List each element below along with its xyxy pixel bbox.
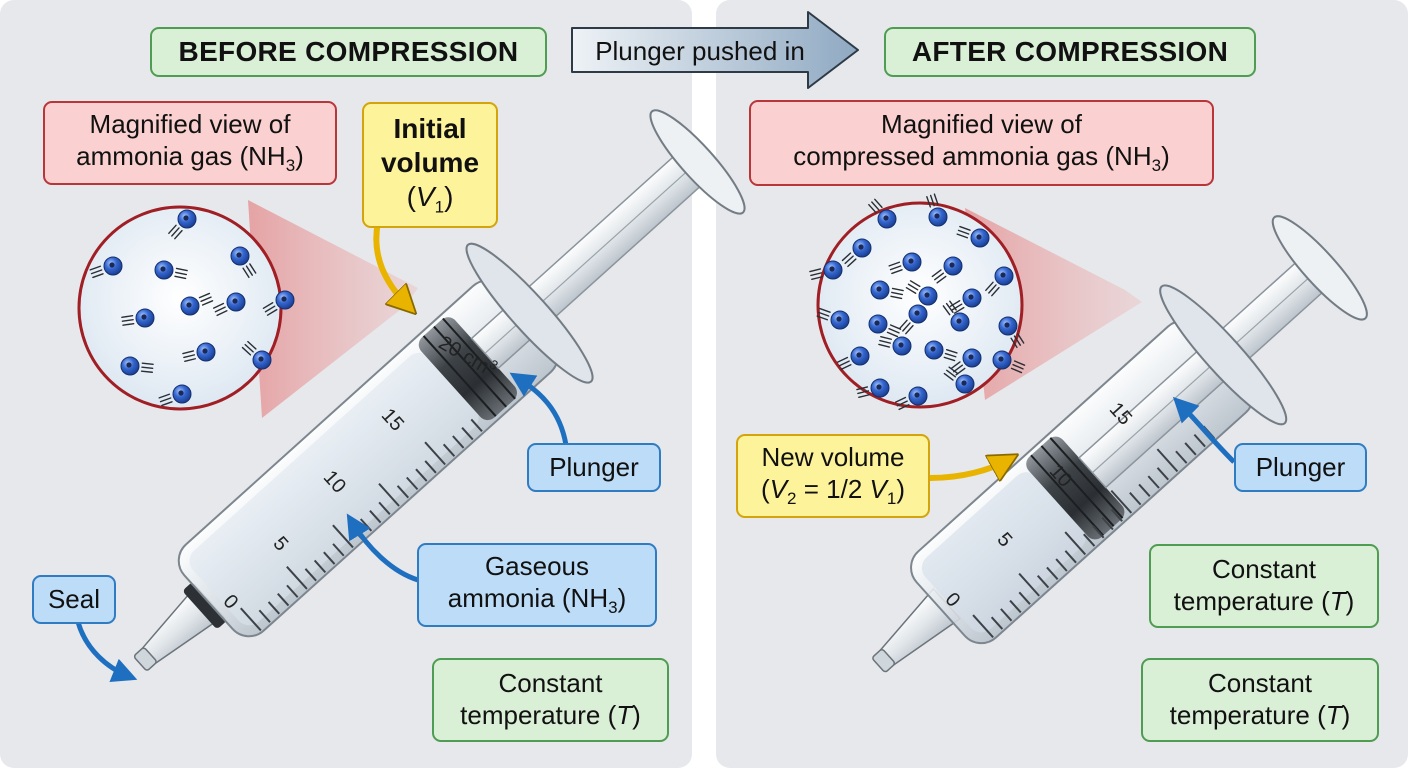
molecule	[168, 209, 197, 240]
gaseous-ammonia-label: Gaseous ammonia (NH3)	[417, 543, 657, 627]
molecule	[926, 193, 948, 227]
molecule	[949, 288, 982, 314]
before-title: BEFORE COMPRESSION	[150, 27, 547, 77]
molecule	[905, 280, 938, 306]
before-molecules	[89, 209, 295, 407]
after-plunger-stopper	[1026, 436, 1125, 540]
molecule	[856, 378, 890, 399]
molecule	[888, 252, 922, 275]
after-molecules	[809, 193, 1026, 411]
molecule	[942, 300, 970, 332]
molecule	[841, 238, 872, 268]
molecule	[121, 308, 155, 328]
before-magnified-label: Magnified view of ammonia gas (NH3)	[43, 101, 337, 185]
after-temperature-label-1: Constant temperature (T)	[1149, 544, 1379, 628]
after-syringe	[872, 215, 1368, 673]
molecule	[878, 335, 912, 356]
molecule	[241, 340, 272, 370]
after-title: AFTER COMPRESSION	[884, 27, 1256, 77]
molecule	[182, 342, 216, 363]
molecule	[992, 350, 1026, 374]
molecule	[180, 292, 214, 316]
seal-label: Seal	[32, 575, 116, 624]
molecule	[870, 280, 904, 300]
molecule	[985, 266, 1014, 297]
molecule	[998, 316, 1025, 349]
molecule	[931, 256, 963, 284]
plunger-pushed-arrow	[571, 11, 859, 89]
seal-arrow	[75, 621, 138, 683]
before-magnified-circle	[77, 205, 283, 411]
gas-arrow	[346, 513, 419, 583]
new-volume-arrow	[929, 460, 1008, 478]
molecule	[120, 356, 154, 376]
molecule	[899, 304, 928, 335]
molecule	[89, 256, 123, 279]
molecule	[230, 246, 257, 279]
molecule	[956, 225, 990, 248]
before-seal-ring	[183, 583, 226, 628]
after-magnified-label: Magnified view of compressed ammonia gas…	[749, 100, 1214, 186]
molecule	[262, 290, 295, 316]
molecule	[212, 292, 246, 317]
initial-volume-label: Initial volume (V1)	[362, 102, 498, 228]
before-plunger-label: Plunger	[527, 443, 661, 492]
molecule	[158, 384, 192, 407]
molecule	[943, 366, 975, 394]
after-temperature-label-2: Constant temperature (T)	[1141, 658, 1379, 742]
before-magnify-beam	[248, 200, 418, 418]
molecule	[924, 340, 958, 362]
molecule	[154, 260, 188, 280]
after-plunger-label: Plunger	[1234, 443, 1367, 492]
new-volume-label: New volume (V2 = 1/2 V1)	[736, 434, 930, 518]
molecule	[836, 346, 870, 371]
before-plunger-stopper	[418, 317, 517, 421]
before-plunger-arrow	[509, 372, 569, 446]
initial-volume-arrow	[373, 221, 408, 306]
after-plunger-arrow	[1172, 396, 1236, 464]
plunger-pushed-label: Plunger pushed in	[595, 36, 805, 66]
molecule	[816, 307, 850, 330]
molecule	[868, 198, 897, 229]
molecule	[809, 260, 843, 281]
before-temperature-label: Constant temperature (T)	[432, 658, 669, 742]
molecule	[894, 386, 928, 411]
molecule	[868, 314, 902, 338]
before-syringe	[133, 109, 746, 671]
